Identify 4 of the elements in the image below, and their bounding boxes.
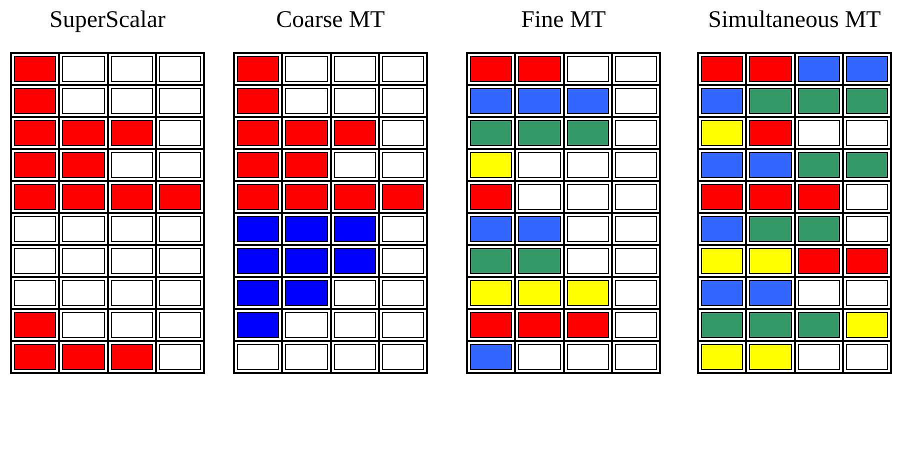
grid-title: Fine MT [521, 6, 606, 35]
grid-title: Coarse MT [276, 6, 385, 35]
grid-title: SuperScalar [50, 6, 166, 35]
grid-title: Simultaneous MT [708, 6, 881, 35]
